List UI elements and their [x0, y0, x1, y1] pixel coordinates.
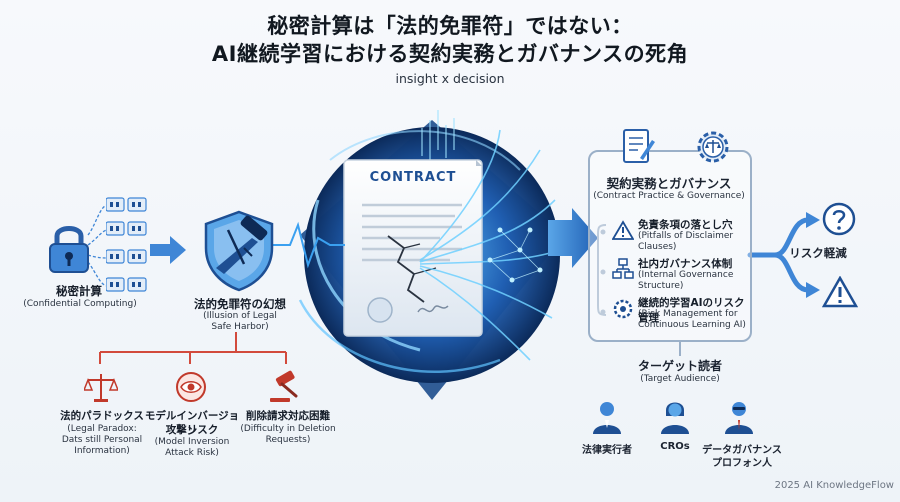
contract-document — [343, 159, 483, 337]
governance-item-bracket — [597, 224, 607, 316]
governance-item-2-jp: 社内ガバナンス体制 — [638, 258, 733, 270]
question-icon — [822, 202, 856, 236]
governance-item-1-jp: 免責条項の落とし穴 — [638, 219, 733, 231]
shield-gavel-icon — [204, 210, 274, 292]
governance-item-2-en-1: (Internal Governance — [638, 270, 734, 280]
risk-model-inversion-en-1: (Model Inversion — [154, 437, 230, 447]
warning-icon — [612, 220, 634, 240]
pulse-line — [260, 221, 345, 269]
risk-deletion-jp: 削除請求対応困難 — [246, 410, 330, 422]
arrow-to-shield — [150, 236, 186, 264]
risk-legal-paradox-en-3: Information) — [74, 446, 130, 456]
fiber-burst — [419, 129, 561, 361]
risk-model-inversion-en-2: Attack Risk) — [165, 448, 219, 458]
risk-legal-paradox-en-2: Dats still Personal — [61, 435, 143, 445]
title-line-2: AI継続学習における契約実務とガバナンスの死角 — [211, 42, 689, 66]
confidential-label-en: (Confidential Computing) — [23, 299, 137, 309]
audience-legal-label: 法律実行者 — [582, 445, 632, 456]
swirl-arc — [329, 130, 521, 171]
governance-item-3-jp: 継続的学習AIのリスク管理 — [638, 297, 745, 324]
audience-data-governance-label-1: データガバナンス — [702, 445, 782, 456]
risk-legal-paradox-jp: 法的パラドックス — [60, 410, 144, 422]
footer-credit: 2025 AI KnowledgeFlow — [774, 480, 894, 491]
gear-scales-icon — [697, 131, 729, 163]
governance-item-1-en-1: (Pitfalls of Disclaimer — [638, 231, 734, 241]
gear-icon — [613, 299, 633, 319]
swirl-arc — [312, 199, 421, 352]
risk-bracket — [99, 332, 287, 364]
risk-model-inversion-jp-1: モデルインバージョン — [144, 410, 240, 437]
data-block-grid — [106, 197, 147, 292]
org-chart-icon — [612, 258, 634, 279]
person-cro-icon — [661, 402, 689, 434]
governance-item-1-en-2: Clauses) — [638, 242, 677, 252]
audience-title-jp: ターゲット読者 — [637, 359, 722, 373]
person-legal-icon — [593, 402, 621, 434]
risk-model-inversion-jp-2: 攻撃リスク — [165, 424, 219, 436]
audience-cro-label: CROs — [660, 441, 690, 452]
scales-icon — [84, 374, 118, 402]
confidential-label-jp: 秘密計算 — [56, 284, 102, 298]
risk-legal-paradox-en-1: (Legal Paradox: — [67, 424, 137, 434]
title-line-1: 秘密計算は「法的免罪符」ではない： — [267, 14, 633, 38]
person-data-governance-icon — [725, 402, 753, 434]
eye-target-icon — [176, 372, 206, 402]
contract-label: CONTRACT — [369, 170, 457, 185]
arrow-to-governance — [548, 208, 598, 268]
swirl-arc — [298, 299, 501, 373]
warning-triangle-icon — [822, 276, 858, 308]
governance-title-en: (Contract Practice & Governance) — [593, 191, 745, 201]
document-text-lines — [362, 203, 462, 262]
audience-title-en: (Target Audience) — [640, 374, 720, 384]
governance-item-3-en-2: Continuous Learning AI) — [638, 320, 746, 330]
audience-data-governance-label-2: プロフォン人 — [712, 458, 772, 469]
governance-item-3-en-1: (Risk Management for — [638, 309, 738, 319]
seal-icon — [367, 297, 393, 323]
risk-deletion-en-1: (Difficulty in Deletion — [240, 424, 336, 434]
safe-harbor-label-en-1: (Illusion of Legal — [203, 311, 277, 321]
subtitle: insight x decision — [395, 71, 505, 86]
risk-fork-arrows — [747, 217, 811, 293]
signature-mark — [417, 305, 449, 313]
safe-harbor-label-en-2: Safe Harbor) — [211, 322, 269, 332]
safe-harbor-label-jp: 法的免罪符の幻想 — [194, 297, 286, 311]
lock-icon — [49, 226, 89, 273]
document-crack — [387, 235, 425, 303]
gavel-icon — [270, 370, 298, 402]
risk-deletion-en-2: Requests) — [265, 435, 311, 445]
document-edit-icon — [623, 129, 655, 163]
risk-reduction-label: リスク軽減 — [789, 246, 847, 260]
governance-item-2-en-2: Structure) — [638, 281, 684, 291]
governance-title-jp: 契約実務とガバナンス — [606, 176, 732, 191]
data-streaks — [421, 110, 455, 160]
